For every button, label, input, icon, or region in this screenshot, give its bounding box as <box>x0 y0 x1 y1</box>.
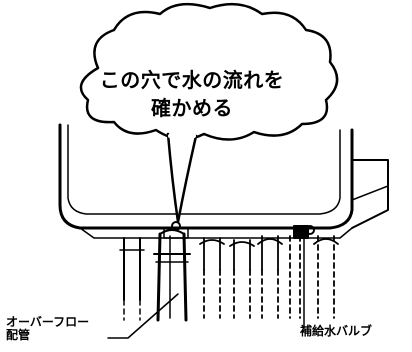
overflow-pipe <box>153 229 191 322</box>
inspection-hole <box>171 221 181 231</box>
thought-bubble <box>79 2 339 141</box>
bubble-text-line2: 確かめる <box>151 96 233 120</box>
overflow-pipe-label: オーバーフロー 配管 <box>6 316 89 342</box>
bubble-tail <box>166 132 198 224</box>
middle-pipes <box>199 235 301 319</box>
overflow-leader <box>107 293 179 339</box>
right-pipe <box>313 235 339 319</box>
unit-outer-body <box>58 123 354 230</box>
left-pipe <box>119 237 145 321</box>
overflow-label-line2: 配管 <box>6 328 31 342</box>
bubble-text-line1: この穴で水の流れを <box>99 68 285 92</box>
makeup-valve-label: 補給水バルブ <box>300 324 373 338</box>
overflow-label-line1: オーバーフロー <box>6 315 90 329</box>
unit-side <box>351 159 389 229</box>
unit-inner-panel <box>67 124 341 215</box>
unit-base <box>79 227 353 239</box>
makeup-valve <box>293 225 315 239</box>
